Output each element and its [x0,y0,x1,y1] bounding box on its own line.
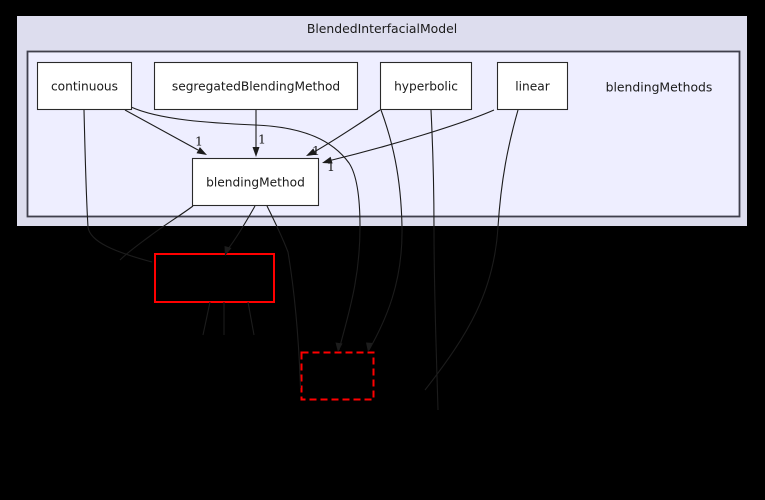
arrowhead-continuous-blendingMethod [196,147,207,155]
node-continuous-box[interactable] [36,61,133,111]
edge-solidbox-out-3 [247,301,255,336]
edge-hyperbolic-down-1 [368,109,403,351]
edge-continuous-scurve-down [130,106,361,351]
arrowhead-blendingMethod-solidbox [224,246,232,256]
edge-label-segregated: 1 [258,132,266,147]
arrowhead-hyperbolic-blendingMethod [306,148,317,156]
inner-cluster-label: blendingMethods [606,80,713,95]
edge-solidbox-out-1 [202,301,211,336]
edge-linear-blendingMethod [331,109,495,161]
edge-layer [83,106,519,411]
edge-blendingMethod-down-left [119,205,194,261]
arrowhead-linear-blendingMethod [322,156,333,164]
edge-label-hyperbolic: 1 [312,143,320,158]
node-segregatedBlendingMethod-box[interactable] [153,61,359,111]
edge-blendingMethod-solidbox [227,205,256,250]
truncated-dir-node-dashed[interactable] [300,351,375,401]
arrowhead-segregated-blendingMethod [252,147,260,157]
node-hyperbolic-label: hyperbolic [394,80,458,94]
edge-blendingMethod-dashedbox [266,205,302,389]
arrowhead-hyperbolic-down [366,342,373,352]
node-segregatedBlendingMethod[interactable]: segregatedBlendingMethod [153,61,359,111]
edge-continuous-blendingMethod [124,109,199,151]
node-hyperbolic[interactable]: hyperbolic [379,61,473,111]
node-linear-box[interactable] [496,61,569,111]
edge-label-linear: 1 [327,159,335,174]
outer-cluster-label: BlendedInterfacialModel [307,21,457,36]
node-blendingMethod-box[interactable] [191,157,320,207]
edge-label-layer: 1 1 1 1 [195,132,335,175]
edge-label-continuous: 1 [195,134,203,149]
node-linear[interactable]: linear [496,61,569,111]
node-blendingMethod-label: blendingMethod [206,176,305,190]
node-hyperbolic-box[interactable] [379,61,473,111]
node-continuous[interactable]: continuous [36,61,133,111]
node-segregatedBlendingMethod-label: segregatedBlendingMethod [172,80,340,94]
truncated-dir-node-solid[interactable] [154,253,275,303]
node-continuous-label: continuous [51,80,118,94]
node-linear-label: linear [515,80,550,94]
node-blendingMethod[interactable]: blendingMethod [191,157,320,207]
edge-hyperbolic-blendingMethod [314,109,381,152]
edge-hyperbolic-down-2 [430,109,439,411]
arrowhead-scurve [335,342,343,352]
edge-continuous-down [83,109,153,263]
edge-linear-down [424,109,519,391]
